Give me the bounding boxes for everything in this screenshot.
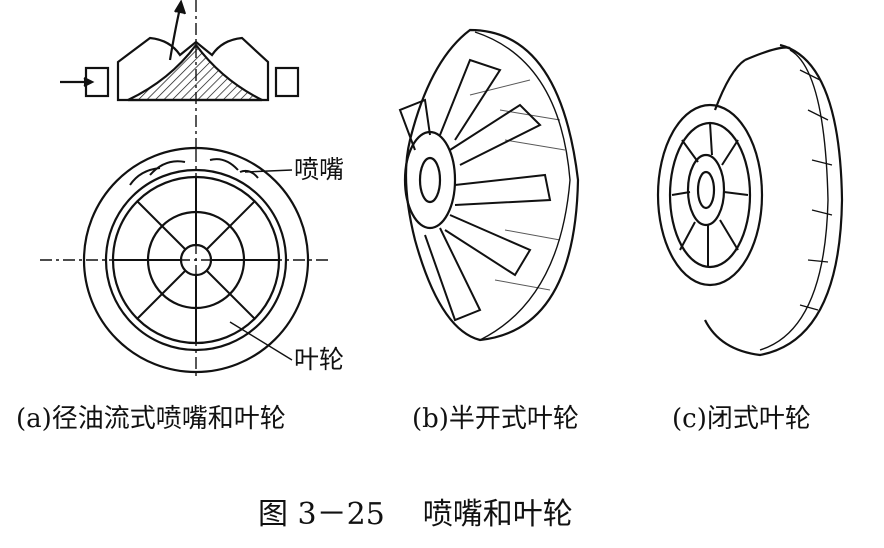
- nozzle-label: 喷嘴: [294, 155, 345, 184]
- caption-b: (b)半开式叶轮: [412, 404, 579, 434]
- semi-open-impeller-drawing: [398, 28, 580, 342]
- nozzle-impeller-front-view: [40, 146, 330, 380]
- closed-impeller-drawing: [656, 43, 844, 357]
- impeller-label: 叶轮: [294, 345, 345, 374]
- figure-caption: 图 3－25 喷嘴和叶轮: [258, 500, 573, 530]
- figure-number: 图 3－25: [258, 497, 385, 532]
- caption-c: (c)闭式叶轮: [672, 404, 811, 434]
- caption-a: (a)径油流式喷嘴和叶轮: [16, 404, 286, 434]
- nozzle-section-view: [60, 0, 300, 150]
- figure-title: 喷嘴和叶轮: [422, 497, 573, 532]
